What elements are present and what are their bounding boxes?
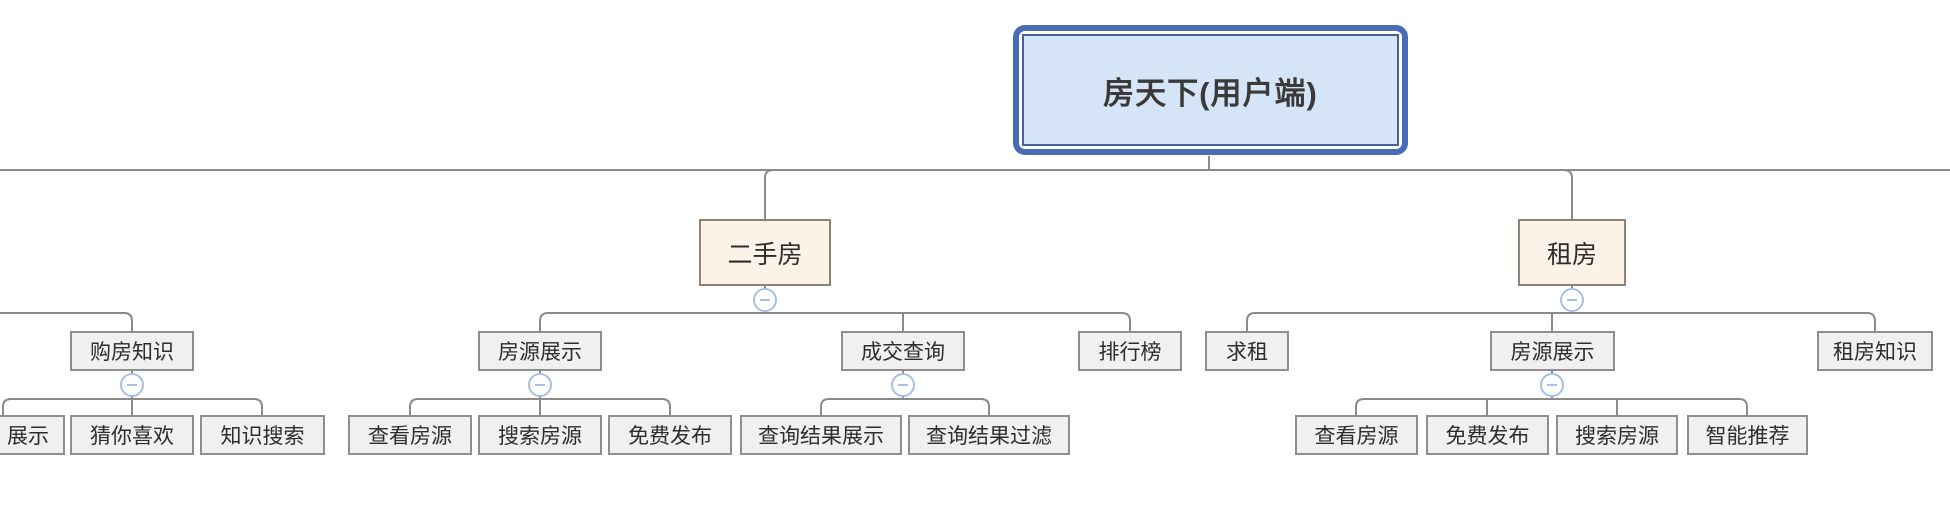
node-label: 购房知识 (90, 341, 174, 364)
node-chengjiao-chaxun[interactable]: 成交查询 (841, 331, 965, 371)
node-root[interactable]: 房天下(用户端) (1013, 25, 1408, 155)
node-label: 二手房 (727, 240, 803, 269)
connector-line (1563, 169, 1573, 219)
node-mianfei-fabu-2[interactable]: 免费发布 (1426, 415, 1549, 455)
node-label: 求租 (1226, 341, 1268, 364)
connector-line (1246, 312, 1876, 331)
connector-line (764, 169, 774, 219)
node-ershoufang[interactable]: 二手房 (699, 219, 831, 286)
node-chakan-fangyuan-2[interactable]: 查看房源 (1295, 415, 1418, 455)
connector-line (539, 312, 1131, 331)
node-label: 猜你喜欢 (90, 425, 174, 448)
minus-glyph (127, 384, 137, 386)
minus-glyph (1567, 299, 1577, 301)
collapse-minus-icon[interactable] (753, 288, 777, 312)
node-zhishi-sousuo[interactable]: 知识搜索 (200, 415, 325, 455)
node-cainixihuan[interactable]: 猜你喜欢 (70, 415, 194, 455)
node-label: 知识搜索 (220, 425, 305, 448)
node-zufang[interactable]: 租房 (1518, 219, 1626, 286)
node-zhanshi-cut[interactable]: 展示 (0, 415, 65, 455)
node-label: 租房 (1546, 240, 1597, 269)
node-zufang-zhishi[interactable]: 租房知识 (1817, 331, 1933, 371)
minus-glyph (898, 384, 908, 386)
node-label: 展示 (7, 425, 49, 448)
node-label: 排行榜 (1098, 341, 1162, 364)
node-label: 免费发布 (628, 425, 712, 448)
collapse-minus-icon[interactable] (528, 373, 552, 397)
node-paihangbang[interactable]: 排行榜 (1078, 331, 1182, 371)
collapse-minus-icon[interactable] (120, 373, 144, 397)
collapse-minus-icon[interactable] (891, 373, 915, 397)
collapse-minus-icon[interactable] (1560, 288, 1584, 312)
minus-glyph (535, 384, 545, 386)
connector-line (0, 312, 133, 331)
node-mianfei-fabu-1[interactable]: 免费发布 (608, 415, 732, 455)
node-label: 房源展示 (498, 341, 582, 364)
node-label: 搜索房源 (498, 425, 582, 448)
minus-glyph (1547, 384, 1557, 386)
node-label: 查询结果展示 (758, 425, 884, 448)
node-label: 智能推荐 (1705, 425, 1790, 448)
node-label: 租房知识 (1833, 341, 1917, 364)
node-label: 成交查询 (861, 341, 945, 364)
connector-line (820, 398, 990, 415)
node-sousuo-fangyuan-1[interactable]: 搜索房源 (478, 415, 602, 455)
root-node-label: 房天下(用户端) (1022, 34, 1399, 146)
node-zhineng-tuijian[interactable]: 智能推荐 (1687, 415, 1808, 455)
node-chakan-fangyuan-1[interactable]: 查看房源 (348, 415, 472, 455)
node-jieguo-guolv[interactable]: 查询结果过滤 (908, 415, 1070, 455)
node-qiuzu[interactable]: 求租 (1205, 331, 1289, 371)
node-fangyuan-zhanshi-2[interactable]: 房源展示 (1490, 331, 1615, 371)
node-goufang-zhishi[interactable]: 购房知识 (70, 331, 194, 371)
node-label: 搜索房源 (1575, 425, 1659, 448)
node-fangyuan-zhanshi-1[interactable]: 房源展示 (478, 331, 602, 371)
node-jieguo-zhanshi[interactable]: 查询结果展示 (740, 415, 902, 455)
node-label: 查看房源 (368, 425, 452, 448)
minus-glyph (760, 299, 770, 301)
node-label: 查看房源 (1314, 425, 1399, 448)
connector-line (1355, 398, 1748, 415)
node-label: 房源展示 (1510, 341, 1595, 364)
collapse-minus-icon[interactable] (1540, 373, 1564, 397)
node-sousuo-fangyuan-2[interactable]: 搜索房源 (1556, 415, 1678, 455)
node-label: 查询结果过滤 (926, 425, 1052, 448)
node-label: 免费发布 (1445, 425, 1530, 448)
